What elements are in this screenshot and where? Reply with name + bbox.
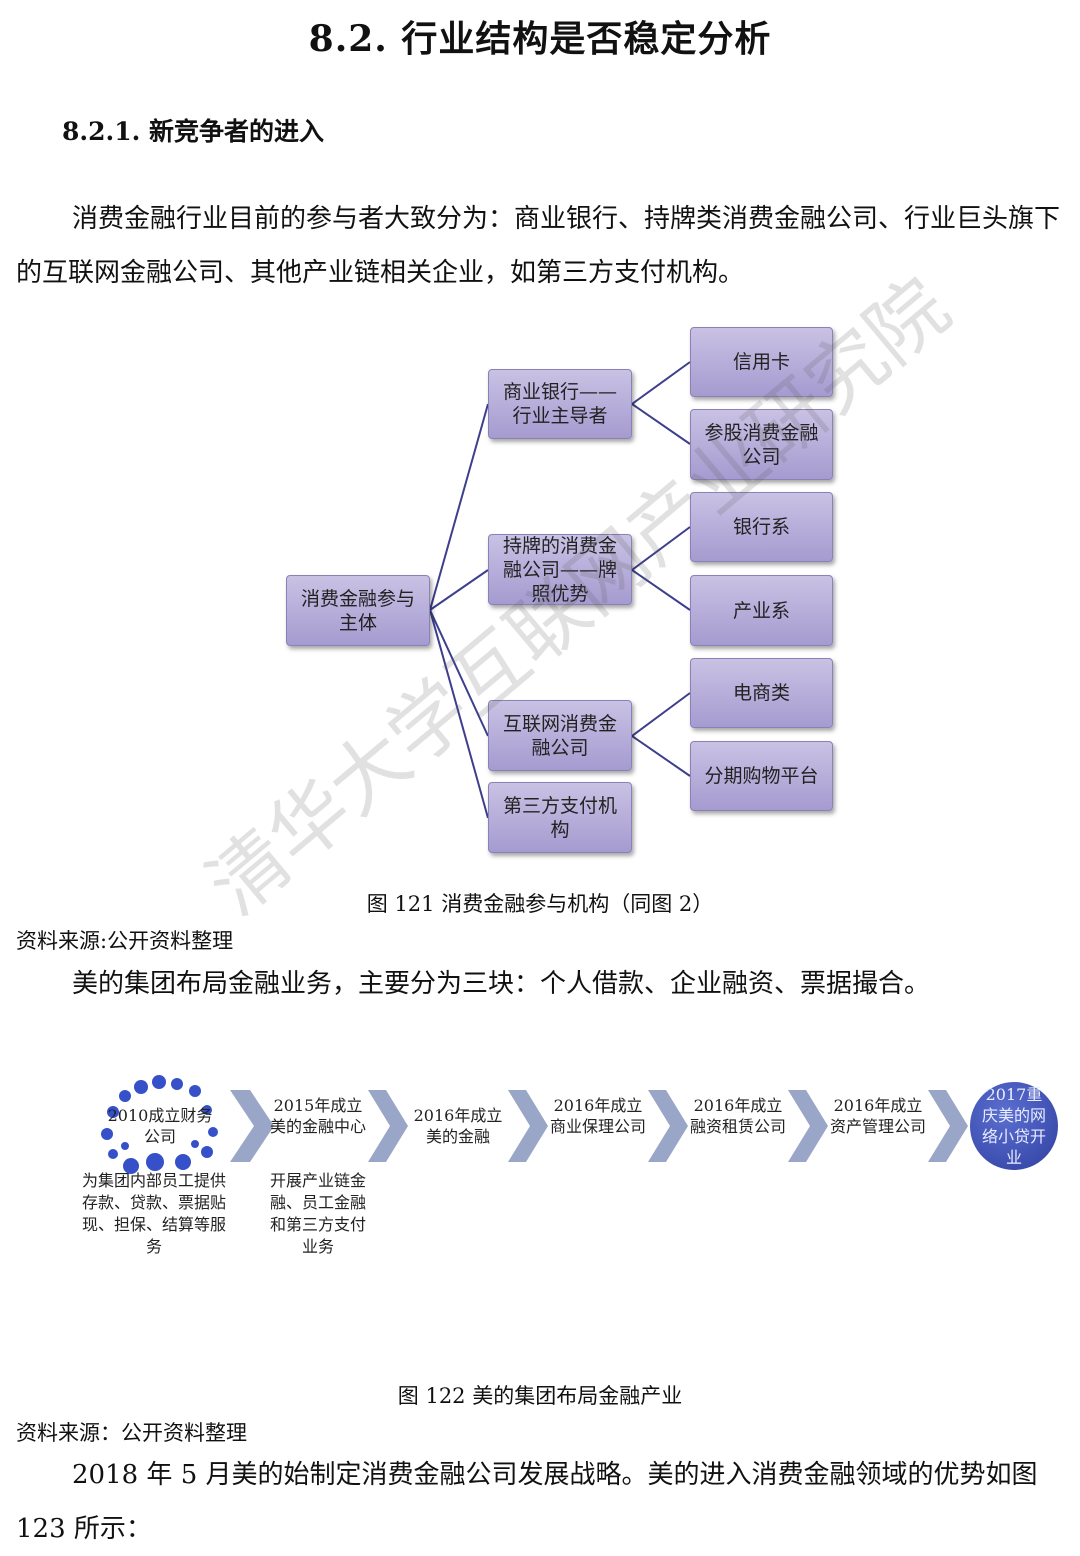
tree-leaf-bank-system: 银行系	[690, 492, 833, 562]
figure-caption-122: 图 122 美的集团布局金融产业	[397, 1384, 683, 1408]
timeline-step-2015: 2015年成立美的金融中心	[269, 1096, 366, 1136]
timeline-chevrons	[230, 1090, 968, 1162]
page-title: 8.2. 行业结构是否稳定分析	[308, 18, 772, 60]
figure-caption-121: 图 121 消费金融参与机构（同图 2）	[366, 892, 714, 916]
paragraph-text: 2018 年 5 月美的始制定消费金融公司发展战略。美的进入消费金融领域的优势如…	[16, 1460, 1038, 1544]
tree-leaf-credit-card: 信用卡	[690, 327, 833, 397]
tree-leaf-installment: 分期购物平台	[690, 741, 833, 811]
timeline-step-2016-factoring: 2016年成立商业保理公司	[549, 1096, 646, 1136]
tree-leaf-ecommerce: 电商类	[690, 658, 833, 728]
paragraph-text: 美的集团布局金融业务，主要分为三块：个人借款、企业融资、票据撮合。	[72, 969, 931, 999]
timeline-step-2010: 2010成立财务公司	[107, 1106, 213, 1146]
timeline-step-2016-finance: 2016年成立美的金融	[413, 1106, 503, 1146]
tree-leaf-shareholding: 参股消费金融公司	[690, 409, 833, 480]
source-note-1: 资料来源:公开资料整理	[16, 929, 234, 953]
tree-root-node: 消费金融参与主体	[286, 575, 430, 646]
paragraph-text: 消费金融行业目前的参与者大致分为：商业银行、持牌类消费金融公司、行业巨头旗下的互…	[16, 204, 1061, 288]
source-note-2: 资料来源：公开资料整理	[16, 1421, 247, 1445]
timeline-step-2017-circle: 2017重庆美的网络小贷开业	[970, 1082, 1058, 1170]
timeline-step-2016-asset: 2016年成立资产管理公司	[829, 1096, 926, 1136]
timeline-note-2015: 开展产业链金融、员工金融和第三方支付业务	[269, 1171, 366, 1256]
tree-node-internet-consumer-finance: 互联网消费金融公司	[488, 700, 632, 771]
tree-node-third-party-payment: 第三方支付机构	[488, 782, 632, 853]
section-title: 8.2.1. 新竞争者的进入	[62, 117, 325, 146]
tree-leaf-industry-system: 产业系	[690, 575, 833, 646]
dot-cluster-icon	[101, 1075, 218, 1174]
intro-paragraph: 消费金融行业目前的参与者大致分为：商业银行、持牌类消费金融公司、行业巨头旗下的互…	[16, 192, 1064, 300]
timeline-note-2010: 为集团内部员工提供存款、贷款、票据贴现、担保、结算等服务	[81, 1171, 226, 1256]
midea-paragraph: 美的集团布局金融业务，主要分为三块：个人借款、企业融资、票据撮合。	[16, 957, 1064, 1011]
timeline-step-2016-leasing: 2016年成立融资租赁公司	[689, 1096, 786, 1136]
tree-node-licensed-consumer-finance: 持牌的消费金融公司——牌照优势	[488, 534, 632, 605]
strategy-paragraph: 2018 年 5 月美的始制定消费金融公司发展战略。美的进入消费金融领域的优势如…	[16, 1448, 1064, 1556]
timeline-step-2017: 2017重庆美的网络小贷开业	[981, 1085, 1046, 1167]
tree-node-commercial-bank: 商业银行——行业主导者	[488, 369, 632, 439]
